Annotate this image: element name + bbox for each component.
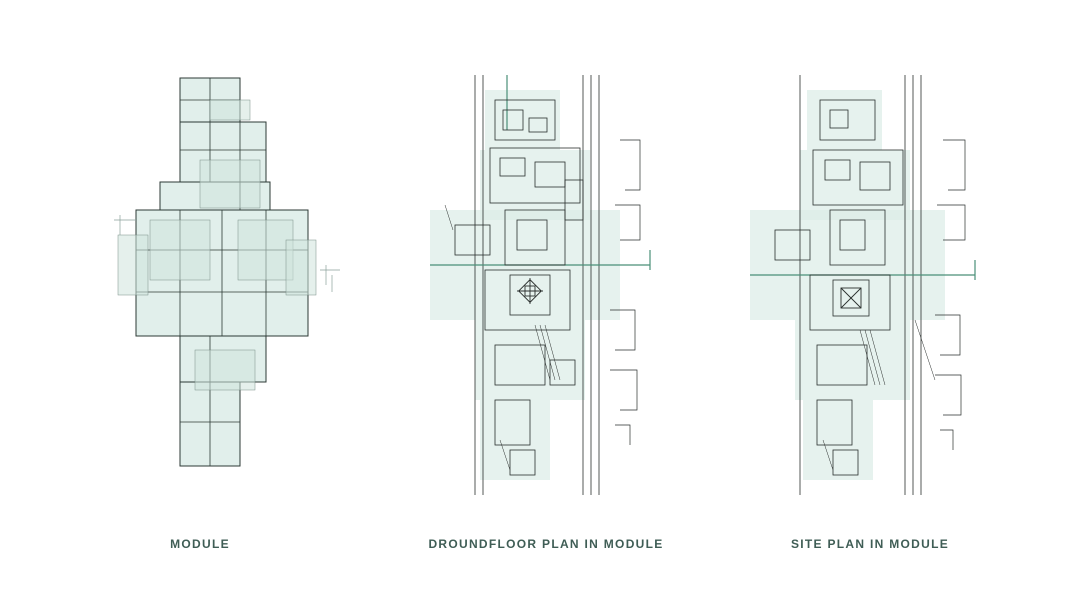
module-grid-drawing <box>114 77 340 467</box>
groundfloor-plan-caption: DROUNDFLOOR PLAN IN MODULE <box>428 537 664 551</box>
site-plan-diagram <box>745 70 980 500</box>
groundfloor-plan-drawing <box>430 75 651 495</box>
site-plan-caption: SITE PLAN IN MODULE <box>790 537 950 551</box>
module-caption: MODULE <box>170 537 230 551</box>
site-plan-drawing <box>750 75 976 495</box>
groundfloor-plan-diagram <box>425 70 655 500</box>
module-diagram <box>110 70 350 500</box>
